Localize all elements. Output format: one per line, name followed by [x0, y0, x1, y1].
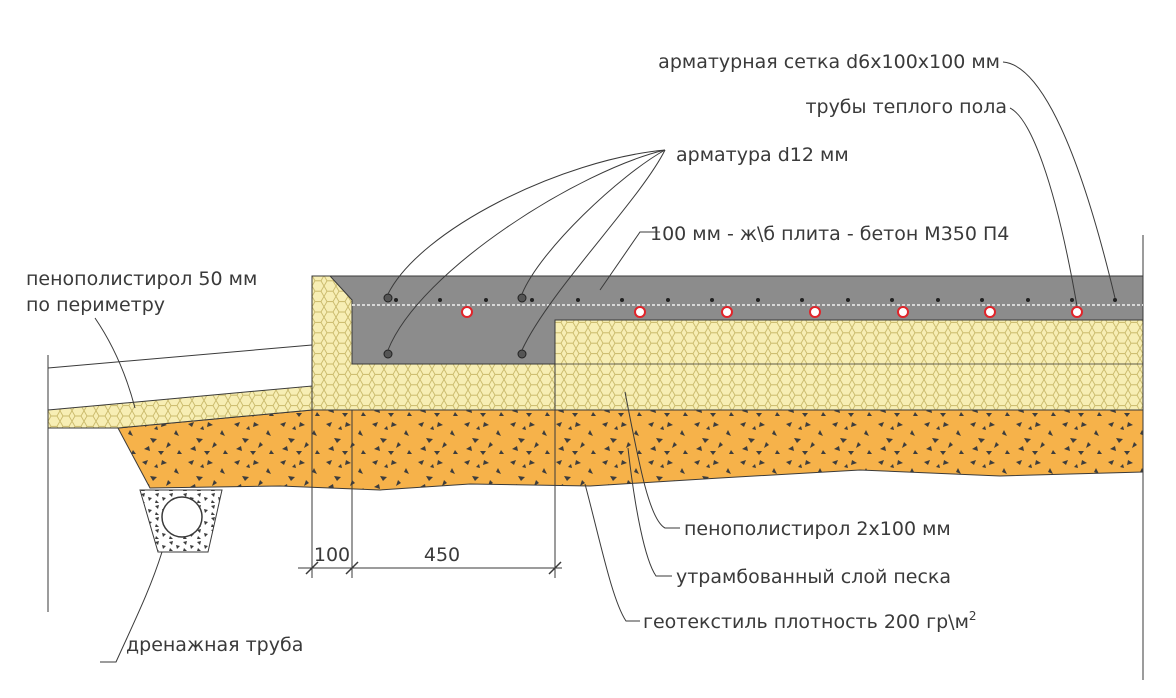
label-geotextile: геотекстиль плотность 200 гр\м2 — [643, 609, 977, 633]
label-mesh: арматурная сетка d6x100x100 мм — [658, 51, 1000, 73]
drain-pipe-icon — [161, 496, 203, 538]
label-perimeter-foam-1: пенополистирол 50 мм — [26, 268, 257, 290]
label-rebar: арматура d12 мм — [676, 144, 849, 166]
label-perimeter-foam-2: по периметру — [26, 294, 165, 316]
label-heating-pipes: трубы теплого пола — [805, 96, 1007, 118]
floor-heating-pipes — [461, 306, 1083, 318]
dimension-lines — [298, 364, 562, 578]
leader-lines — [94, 61, 1116, 663]
label-sand: утрамбованный слой песка — [676, 566, 951, 588]
concrete-slab — [328, 275, 1144, 365]
label-slab: 100 мм - ж\б плита - бетон М350 П4 — [650, 223, 1009, 245]
ground-level-line — [47, 344, 313, 369]
perimeter-foam-sloped — [47, 385, 313, 429]
mesh-nodes — [394, 298, 1117, 302]
dimension-100: 100 — [314, 544, 350, 566]
label-foam-layers: пенополистирол 2x100 мм — [684, 518, 951, 540]
label-drain-pipe: дренажная труба — [126, 634, 303, 656]
dimension-450: 450 — [424, 544, 460, 566]
